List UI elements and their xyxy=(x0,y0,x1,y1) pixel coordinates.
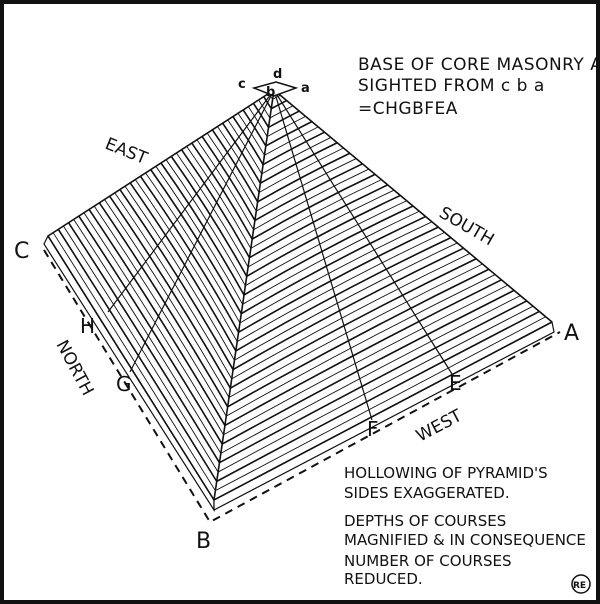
monogram-mark: RE xyxy=(571,574,591,594)
course-line xyxy=(211,129,351,203)
course-line xyxy=(165,159,407,287)
note-line-1: HOLLOWING OF PYRAMID'S xyxy=(344,464,548,482)
hollow-line-e xyxy=(273,89,453,375)
apex-label-a: a xyxy=(301,81,310,96)
note-line-6: REDUCED. xyxy=(344,570,423,588)
hollow-line-g xyxy=(129,89,275,373)
note-line-5: NUMBER OF COURSES xyxy=(344,552,512,570)
hollow-line-f xyxy=(273,89,373,421)
corner-label-b: B xyxy=(196,529,211,554)
note-line-3: DEPTHS OF COURSES xyxy=(344,512,506,530)
apex-platform xyxy=(251,81,299,97)
side-label-north: NORTH xyxy=(52,337,98,399)
side-label-east: EAST xyxy=(102,134,150,169)
corner-label-a: A xyxy=(564,321,579,346)
monogram-ring xyxy=(571,574,591,594)
side-label-west: WEST xyxy=(413,406,466,447)
course-line xyxy=(98,202,490,408)
apex-top xyxy=(251,81,299,97)
point-label-g: G xyxy=(116,372,132,396)
apex-label-b: b xyxy=(266,85,275,100)
header-caption: BASE OF CORE MASONRY AS SIGHTED FROM c b… xyxy=(358,55,600,119)
header-line-2: SIGHTED FROM c b a xyxy=(358,76,545,96)
note-line-4: MAGNIFIED & IN CONSEQUENCE xyxy=(344,531,586,549)
point-label-e: E xyxy=(449,371,462,395)
pyramid-body xyxy=(43,89,555,513)
course-line xyxy=(191,142,376,241)
apex-label-d: d xyxy=(273,67,282,82)
hollow-line-h xyxy=(107,89,275,313)
course-line xyxy=(232,116,325,166)
monogram-text: RE xyxy=(573,581,586,591)
notes-caption: HOLLOWING OF PYRAMID'S SIDES EXAGGERATED… xyxy=(344,464,586,588)
ridge-north-west xyxy=(213,89,275,501)
corner-label-c: C xyxy=(14,239,29,264)
point-label-h: H xyxy=(80,314,95,338)
note-line-2: SIDES EXAGGERATED. xyxy=(344,484,510,502)
ridge-south-west xyxy=(273,89,553,323)
header-line-3: =CHGBFEA xyxy=(358,99,458,119)
point-label-f: F xyxy=(367,417,379,441)
side-label-south: SOUTH xyxy=(436,203,498,250)
apex-label-c: c xyxy=(238,77,246,92)
ridge-north-east xyxy=(47,89,275,237)
course-line xyxy=(221,122,338,185)
course-line xyxy=(252,102,300,129)
header-line-1: BASE OF CORE MASONRY AS xyxy=(358,55,600,75)
